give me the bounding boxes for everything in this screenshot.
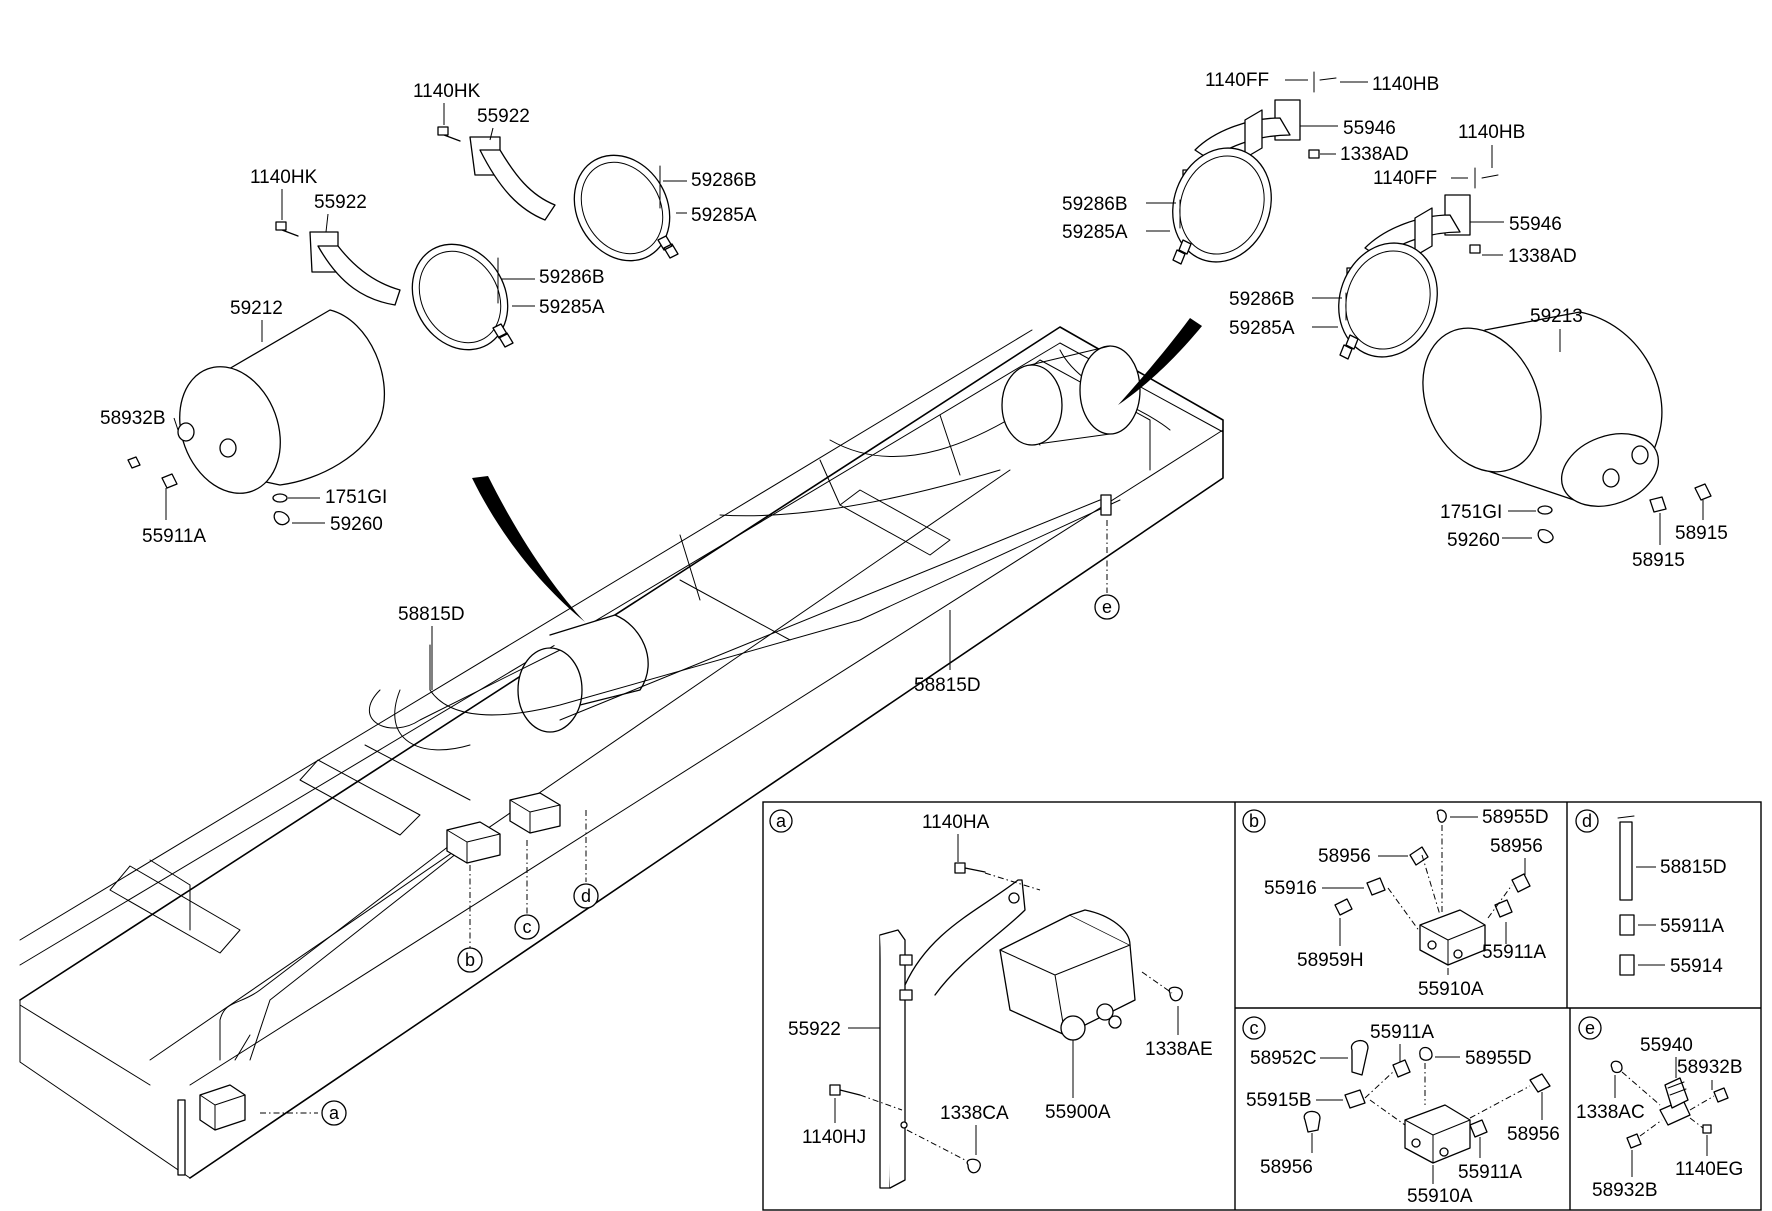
panel-a: a 1140HA 55922 1338AE 1140HJ 1338CA (769, 809, 1213, 1189)
part-label-letter: b (1249, 811, 1259, 831)
panel-d: d 58815D 55911A 55914 (1575, 809, 1727, 977)
part-label-l-55915b: 55915B (1246, 1090, 1312, 1111)
part-label-l-55946-a: 55946 (1343, 118, 1396, 139)
callout-c: c (514, 914, 540, 940)
part-label-l-59286b-b: 59286B (539, 267, 605, 288)
part-label-l-1751gi: 1751GI (325, 487, 387, 508)
panel-b: b 58955D 58956 58956 55916 55911A 58959H… (1242, 807, 1549, 1000)
part-label-l-55922: 55922 (788, 1019, 841, 1040)
part-label-l-55910a: 55910A (1407, 1186, 1473, 1207)
part-label-l-59285a-a: 59285A (691, 205, 757, 226)
part-label-l-55911a: 55911A (1482, 942, 1546, 963)
part-label-l-55922-b: 55922 (314, 192, 367, 213)
part-label-l-1140hk-a: 1140HK (413, 81, 481, 102)
part-label-l-58932b-a: 58932B (1677, 1057, 1743, 1078)
part-label-l-55900a: 55900A (1045, 1102, 1111, 1123)
left-tank-assembly (127, 126, 679, 526)
part-label-letter: e (1585, 1018, 1595, 1038)
vehicle-frame (19, 326, 1224, 1179)
panel-e: e 55940 58932B 1338AC 1140EG 58932B (1576, 1016, 1743, 1201)
valve-block-b (446, 821, 501, 864)
bracket-a-frame (177, 1084, 246, 1176)
part-label-l-55914: 55914 (1670, 956, 1723, 977)
part-label-l-58915-b: 58915 (1632, 550, 1685, 571)
panel-c: c 55911A 58952C 58955D 55915B 58956 5895… (1242, 1016, 1560, 1207)
part-label-l-59213: 59213 (1530, 306, 1583, 327)
part-label-l-1338ad-a: 1338AD (1340, 144, 1409, 165)
part-label-l-58956-b: 58956 (1490, 836, 1543, 857)
part-label-l-58932b: 58932B (100, 408, 166, 429)
part-label-l-55911a-b: 55911A (1458, 1162, 1522, 1183)
part-label-l-58915-a: 58915 (1675, 523, 1728, 544)
pointer-wedge-right (1118, 318, 1202, 405)
part-label-l-1140eg: 1140EG (1675, 1159, 1743, 1180)
part-label-l-55910a: 55910A (1418, 979, 1484, 1000)
part-label-l-59285a-b: 59285A (539, 297, 605, 318)
part-label-c: c (523, 917, 532, 937)
part-label-l-55946-b: 55946 (1509, 214, 1562, 235)
part-label-l-1338ae: 1338AE (1145, 1039, 1213, 1060)
part-label-a: a (329, 1103, 340, 1123)
part-label-l-1140hb-a: 1140HB (1372, 74, 1439, 95)
part-label-l-1140hk-b: 1140HK (250, 167, 318, 188)
part-label-l-1140ff-a: 1140FF (1205, 70, 1269, 91)
callout-e: e (1094, 594, 1120, 620)
part-label-l-55911a: 55911A (1660, 916, 1724, 937)
part-label-l-1751gi-r: 1751GI (1440, 502, 1502, 523)
part-label-l-58956-a: 58956 (1507, 1124, 1560, 1145)
part-label-l-55911a-a: 55911A (1370, 1022, 1434, 1043)
right-tank-assembly (1172, 71, 1712, 544)
part-label-l-59285a-c: 59285A (1062, 222, 1128, 243)
part-label-l-55922-a: 55922 (477, 106, 530, 127)
part-label-l-1140ff-b: 1140FF (1373, 168, 1437, 189)
part-label-l-59286b-a: 59286B (691, 170, 757, 191)
part-label-l-58959h: 58959H (1297, 950, 1364, 971)
part-label-l-59260: 59260 (330, 514, 383, 535)
part-label-l-59286b-c: 59286B (1062, 194, 1128, 215)
part-label-l-58956-b: 58956 (1260, 1157, 1313, 1178)
part-label-l-1338ac: 1338AC (1576, 1102, 1645, 1123)
part-label-letter: d (1582, 811, 1592, 831)
part-label-l-58932b-b: 58932B (1592, 1180, 1658, 1201)
part-label-l-58952c: 58952C (1250, 1048, 1317, 1069)
main-labels: 1140HK 55922 59286B 59285A 1140HK 55922 … (100, 70, 1728, 696)
part-label-l-58815d-b: 58815D (914, 675, 981, 696)
part-label-l-1338ca: 1338CA (940, 1103, 1009, 1124)
detail-panels (762, 801, 1762, 1211)
part-label-l-55940: 55940 (1640, 1035, 1693, 1056)
callout-b: b (457, 947, 483, 973)
part-label-l-59285a-d: 59285A (1229, 318, 1295, 339)
part-label-l-58956-a: 58956 (1318, 846, 1371, 867)
part-label-l-59260-r: 59260 (1447, 530, 1500, 551)
part-label-d: d (581, 886, 591, 906)
part-label-l-59286b-d: 59286B (1229, 289, 1295, 310)
valve-block-c (509, 792, 561, 834)
part-label-letter: c (1250, 1018, 1259, 1038)
part-label-l-1140ha: 1140HA (922, 812, 990, 833)
callout-a: a (321, 1100, 347, 1126)
callout-d: d (573, 883, 599, 909)
part-label-e: e (1102, 597, 1112, 617)
part-label-l-59212: 59212 (230, 298, 283, 319)
part-label-l-55916: 55916 (1264, 878, 1317, 899)
pointer-wedge-left (472, 476, 585, 622)
part-label-b: b (465, 950, 475, 970)
part-label-l-58815d-a: 58815D (398, 604, 465, 625)
part-label-l-55911a: 55911A (142, 526, 206, 547)
part-label-l-58955d: 58955D (1482, 807, 1549, 828)
part-label-l-1338ad-b: 1338AD (1508, 246, 1577, 267)
part-label-l-1140hb-b: 1140HB (1458, 122, 1525, 143)
part-label-letter: a (776, 811, 787, 831)
part-label-l-58815d: 58815D (1660, 857, 1727, 878)
part-label-l-58955d: 58955D (1465, 1048, 1532, 1069)
part-label-l-1140hj: 1140HJ (802, 1127, 866, 1148)
